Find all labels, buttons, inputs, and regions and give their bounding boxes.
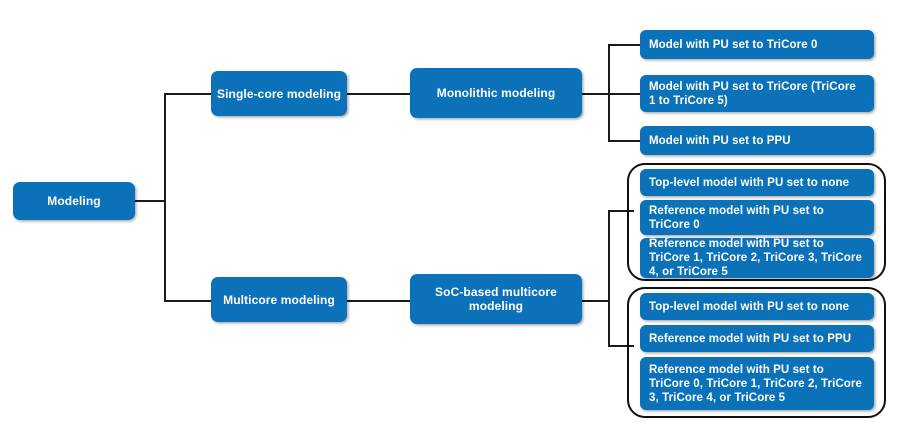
node-label: Modeling	[47, 194, 101, 208]
node-label: SoC-based multicore modeling	[435, 285, 557, 313]
node-label: Model with PU set to TriCore (TriCore 1 …	[649, 80, 856, 107]
group-outline-two	[627, 287, 886, 418]
leaf-g1-reference-pu-tricore-0[interactable]: Reference model with PU set to TriCore 0	[640, 200, 874, 235]
leaf-g1-reference-pu-tricore-1-to-5[interactable]: Reference model with PU set to TriCore 1…	[640, 238, 874, 278]
connector-soc-group-1	[608, 210, 634, 212]
node-label: Monolithic modeling	[436, 86, 556, 100]
leaf-g1-top-level-pu-none[interactable]: Top-level model with PU set to none	[640, 169, 874, 196]
connector-root-to-multicore	[164, 300, 212, 302]
node-soc-based-multicore-modeling[interactable]: SoC-based multicore modeling	[410, 274, 582, 324]
connector-soc-group-2	[608, 345, 634, 347]
connector-root-to-single-core	[164, 93, 212, 95]
node-label: Reference model with PU set to TriCore 0…	[649, 363, 862, 404]
connector-monolithic-leaf-3	[608, 140, 641, 142]
connector-soc-trunk	[581, 300, 610, 302]
node-modeling-root[interactable]: Modeling	[13, 182, 135, 220]
leaf-model-pu-ppu[interactable]: Model with PU set to PPU	[640, 126, 874, 155]
node-multicore-modeling[interactable]: Multicore modeling	[211, 277, 347, 322]
connector-soc-vertical	[608, 211, 610, 346]
connector-monolithic-trunk	[581, 93, 610, 95]
node-label: Reference model with PU set to TriCore 1…	[649, 238, 862, 278]
leaf-g2-top-level-pu-none[interactable]: Top-level model with PU set to none	[640, 293, 874, 320]
connector-root-trunk	[135, 200, 166, 202]
leaf-g2-reference-pu-tricore-0-to-5[interactable]: Reference model with PU set to TriCore 0…	[640, 357, 874, 410]
node-label: Top-level model with PU set to none	[649, 300, 850, 313]
connector-multicore-to-soc	[347, 300, 410, 302]
node-label: Model with PU set to TriCore 0	[649, 38, 818, 51]
node-label: Multicore modeling	[223, 292, 335, 307]
connector-monolithic-leaf-2	[608, 93, 641, 95]
node-label: Reference model with PU set to PPU	[649, 332, 852, 345]
group-outline-one	[627, 163, 886, 281]
node-label: Model with PU set to PPU	[649, 134, 791, 147]
node-monolithic-modeling[interactable]: Monolithic modeling	[410, 68, 582, 118]
connector-monolithic-leaf-1	[608, 44, 641, 46]
connector-root-vertical	[164, 94, 166, 302]
leaf-model-pu-tricore-0[interactable]: Model with PU set to TriCore 0	[640, 30, 874, 59]
node-label: Single-core modeling	[216, 86, 341, 101]
leaf-g2-reference-pu-ppu[interactable]: Reference model with PU set to PPU	[640, 325, 874, 352]
connector-single-core-to-monolithic	[347, 93, 410, 95]
node-label: Top-level model with PU set to none	[649, 176, 850, 189]
node-label: Reference model with PU set to TriCore 0	[649, 204, 824, 231]
leaf-model-pu-tricore-1-to-5[interactable]: Model with PU set to TriCore (TriCore 1 …	[640, 75, 874, 112]
node-single-core-modeling[interactable]: Single-core modeling	[211, 71, 347, 116]
